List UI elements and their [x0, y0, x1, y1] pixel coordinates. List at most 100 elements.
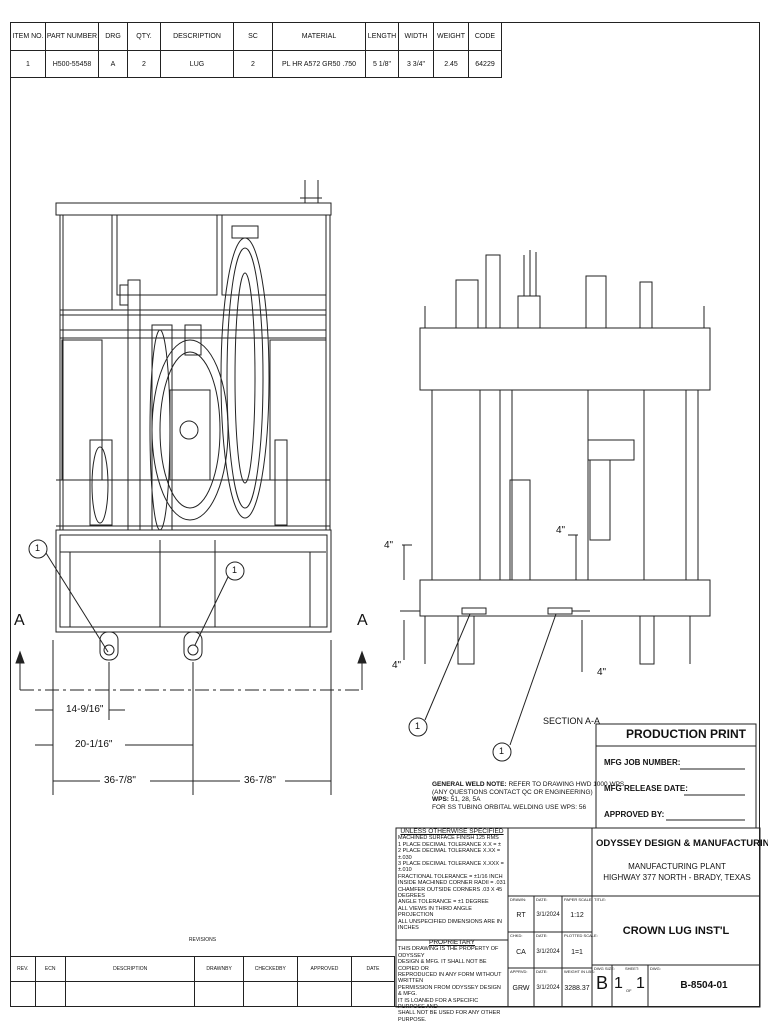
- revision-cell: [242, 981, 298, 1007]
- production-print-title: PRODUCTION PRINT: [626, 727, 746, 741]
- section-view: [400, 250, 711, 762]
- date-label: DATE:: [536, 897, 548, 902]
- note-line: 2 PLACE DECIMAL TOLERANCE X.XX = ±.030: [398, 848, 501, 861]
- bill-of-materials: ITEM NO. PART NUMBER DRG QTY. DESCRIPTIO…: [10, 22, 502, 78]
- balloon-label: 1: [35, 543, 41, 553]
- note-line: 3 PLACE DECIMAL TOLERANCE X.XXX = ±.010: [398, 861, 504, 874]
- dwg-size-value: B: [595, 973, 608, 993]
- apprvd-label: APPRVD:: [510, 969, 528, 974]
- bom-cell: A: [98, 50, 128, 78]
- revision-cell: [194, 981, 244, 1007]
- paper-scale-value: 1:12: [570, 912, 584, 919]
- revision-header: APPROVED: [296, 956, 353, 982]
- weld-note-label: GENERAL WELD NOTE:: [432, 781, 507, 788]
- dwg-size-label: DWG SIZE:: [594, 966, 615, 971]
- revision-header: DATE: [351, 956, 395, 982]
- bom-cell: H500-55458: [45, 50, 99, 78]
- title-label: TITLE:: [594, 897, 607, 902]
- proprietary-line: SHALL NOT BE USED FOR ANY OTHER PURPOSE.: [398, 1010, 501, 1023]
- chkd-date: 3/1/2024: [536, 949, 560, 955]
- note-line: 1 PLACE DECIMAL TOLERANCE X.X = ±: [398, 841, 502, 848]
- revisions-title: REVISIONS: [188, 937, 217, 943]
- revision-cell: [296, 981, 353, 1007]
- revision-header: REV.: [10, 956, 36, 982]
- proprietary-line: DESIGN & MFG. IT SHALL NOT BE COPIED OR: [398, 959, 487, 972]
- note-line: ANGLE TOLERANCE = ±1 DEGREE: [398, 899, 489, 906]
- note-line: INSIDE MACHINED CORNER RADII = .031: [398, 880, 506, 887]
- dimension-label: 4": [597, 667, 607, 678]
- bom-cell: 1: [10, 50, 46, 78]
- date-label: DATE:: [536, 933, 548, 938]
- revision-header: DESCRIPTION: [64, 956, 196, 982]
- production-field-label: MFG RELEASE DATE:: [604, 784, 688, 793]
- weld-note-text: (ANY QUESTIONS CONTACT QC OR ENGINEERING…: [432, 788, 593, 796]
- sheet-number: 1: [614, 975, 623, 992]
- revision-header: ECN: [34, 956, 66, 982]
- note-line: MACHINED SURFACE FINISH 125 RMS: [398, 835, 499, 842]
- drawn-value: RT: [516, 912, 526, 919]
- note-line: ALL UNSPECIFIED DIMENSIONS ARE IN INCHES: [398, 918, 503, 932]
- revision-cell: [64, 981, 196, 1007]
- title-block-grid: [395, 827, 761, 1008]
- weight-value: 3288.37: [564, 985, 590, 992]
- notes-header: UNLESS OTHERWISE SPECIFIED: [400, 828, 504, 835]
- sheet-label: SHEET:: [625, 966, 640, 971]
- sheet-total: 1: [636, 975, 645, 992]
- revision-header: CHECKEDBY: [242, 956, 298, 982]
- wps-value: 51, 28, 5A: [450, 796, 481, 803]
- weld-note-text: REFER TO DRAWING HWD 1000 WPS: [508, 781, 625, 788]
- sheet-of: OF: [626, 988, 632, 993]
- balloon-label: 1: [415, 721, 421, 731]
- paper-scale-label: PAPER SCALE:: [564, 897, 593, 902]
- plotted-scale-value: 1=1: [571, 949, 583, 956]
- bom-cell: 2: [233, 50, 273, 78]
- weld-note: GENERAL WELD NOTE: REFER TO DRAWING HWD …: [432, 781, 624, 811]
- company-plant: MANUFACTURING PLANT: [628, 862, 726, 871]
- apprvd-date: 3/1/2024: [536, 985, 560, 991]
- dimension-label: 14-9/16": [66, 704, 104, 715]
- dimension-label: 36-7/8": [244, 775, 276, 786]
- bom-cell: 2.45: [433, 50, 469, 78]
- drawn-date: 3/1/2024: [536, 912, 560, 918]
- wps-label: WPS:: [432, 796, 449, 803]
- proprietary-line: IT IS LOANED FOR A SPECIFIC PURPOSE AND: [398, 997, 479, 1011]
- balloon-label: 1: [232, 565, 238, 575]
- proprietary-line: PERMISSION FROM ODYSSEY DESIGN & MFG.: [398, 984, 501, 998]
- proprietary-notice: PROPRIETARY THIS DRAWING IS THE PROPERTY…: [398, 939, 506, 1023]
- revisions-table: REV. ECN DESCRIPTION DRAWNBY CHECKEDBY A…: [10, 956, 395, 1007]
- bom-cell: LUG: [160, 50, 234, 78]
- proprietary-line: REPRODUCED IN ANY FORM WITHOUT WRITTEN: [398, 972, 502, 985]
- note-line: ALL VIEWS IN THIRD ANGLE PROJECTION: [398, 905, 472, 919]
- dimension-label: 36-7/8": [104, 775, 136, 786]
- drawn-label: DRAWN:: [510, 897, 527, 902]
- balloon-label: 1: [499, 746, 505, 756]
- company-address: HIGHWAY 377 NORTH - BRADY, TEXAS: [603, 873, 751, 882]
- section-marker-left: A: [14, 612, 25, 629]
- bom-header: CODE: [468, 22, 502, 51]
- revision-row: [10, 981, 395, 1007]
- section-view-label: SECTION A-A: [543, 716, 601, 726]
- bom-header: DESCRIPTION: [160, 22, 234, 51]
- front-view-frame: [15, 180, 367, 691]
- bom-cell: 64229: [468, 50, 502, 78]
- bom-row: 1 H500-55458 A 2 LUG 2 PL HR A572 GR50 .…: [10, 50, 502, 78]
- front-view-dimensions: [28, 539, 332, 795]
- dimension-label: 4": [556, 525, 566, 536]
- apprvd-value: GRW: [512, 985, 530, 992]
- proprietary-header: PROPRIETARY: [429, 939, 475, 946]
- dwg-number: B-8504-01: [680, 980, 728, 991]
- plotted-scale-label: PLOTTED SCALE:: [564, 933, 598, 938]
- dimension-label: 4": [392, 660, 402, 671]
- weld-note-tubing: FOR SS TUBING ORBITAL WELDING USE WPS: 5…: [432, 803, 587, 811]
- bom-header: SC: [233, 22, 273, 51]
- bom-cell: 5 1/8": [365, 50, 399, 78]
- revision-cell: [34, 981, 66, 1007]
- revisions-header-row: REV. ECN DESCRIPTION DRAWNBY CHECKEDBY A…: [10, 956, 395, 982]
- drawing-title: CROWN LUG INST'L: [622, 925, 730, 937]
- bom-header-row: ITEM NO. PART NUMBER DRG QTY. DESCRIPTIO…: [10, 22, 502, 51]
- general-notes: UNLESS OTHERWISE SPECIFIED MACHINED SURF…: [398, 828, 506, 932]
- date-label: DATE:: [536, 969, 548, 974]
- dimension-label: 20-1/16": [75, 739, 113, 750]
- dimension-label: 4": [384, 540, 394, 551]
